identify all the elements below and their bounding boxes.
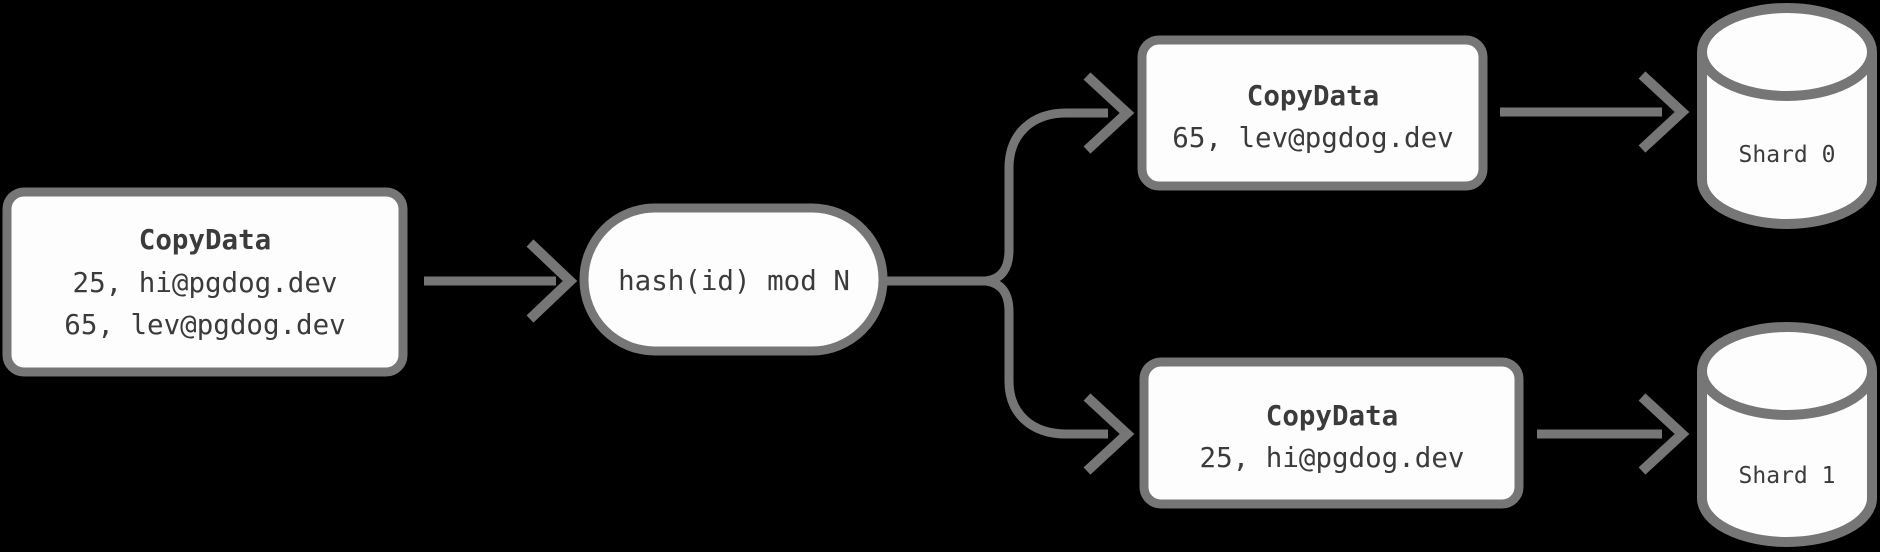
shard1-copydata-box — [1139, 357, 1524, 509]
shard0-cylinder: Shard 0 — [1697, 3, 1877, 229]
shard1-copydata-title: CopyData — [1266, 400, 1398, 432]
arrowhead-icon — [526, 239, 578, 323]
fork-upper-branch — [985, 108, 1108, 286]
shard0-copydata-node: CopyData 65, lev@pgdog.dev — [1137, 35, 1488, 191]
arrowhead-icon — [1638, 393, 1690, 475]
shard1-row-1: 25, hi@pgdog.dev — [1200, 442, 1465, 474]
hash-node: hash(id) mod N — [579, 203, 888, 356]
database-cylinder-top — [1697, 322, 1877, 420]
hash-label: hash(id) mod N — [618, 265, 850, 297]
source-row-2: 65, lev@pgdog.dev — [64, 309, 345, 341]
arrowhead-icon — [1638, 71, 1690, 153]
arrow-to-shard0 — [1500, 71, 1690, 153]
shard1-label: Shard 1 — [1739, 463, 1836, 489]
fork-lower-branch — [985, 276, 1108, 439]
fork-connector — [887, 72, 1135, 475]
shard0-label: Shard 0 — [1739, 142, 1836, 168]
shard0-row-1: 65, lev@pgdog.dev — [1172, 122, 1453, 154]
shard1-copydata-node: CopyData 25, hi@pgdog.dev — [1139, 357, 1524, 509]
source-copydata-node: CopyData 25, hi@pgdog.dev 65, lev@pgdog.… — [2, 187, 408, 377]
database-cylinder-top — [1697, 3, 1877, 101]
arrowhead-icon — [1083, 393, 1135, 475]
arrowhead-icon — [1083, 72, 1135, 154]
shard0-copydata-box — [1137, 35, 1488, 191]
hash-pill — [579, 203, 888, 356]
shard1-cylinder: Shard 1 — [1697, 322, 1877, 547]
arrow-source-to-hash — [424, 239, 578, 323]
shard0-copydata-title: CopyData — [1247, 80, 1379, 112]
source-copydata-title: CopyData — [139, 224, 271, 256]
arrow-to-shard1 — [1537, 393, 1690, 475]
source-copydata-box — [2, 187, 408, 377]
source-row-1: 25, hi@pgdog.dev — [73, 267, 338, 299]
